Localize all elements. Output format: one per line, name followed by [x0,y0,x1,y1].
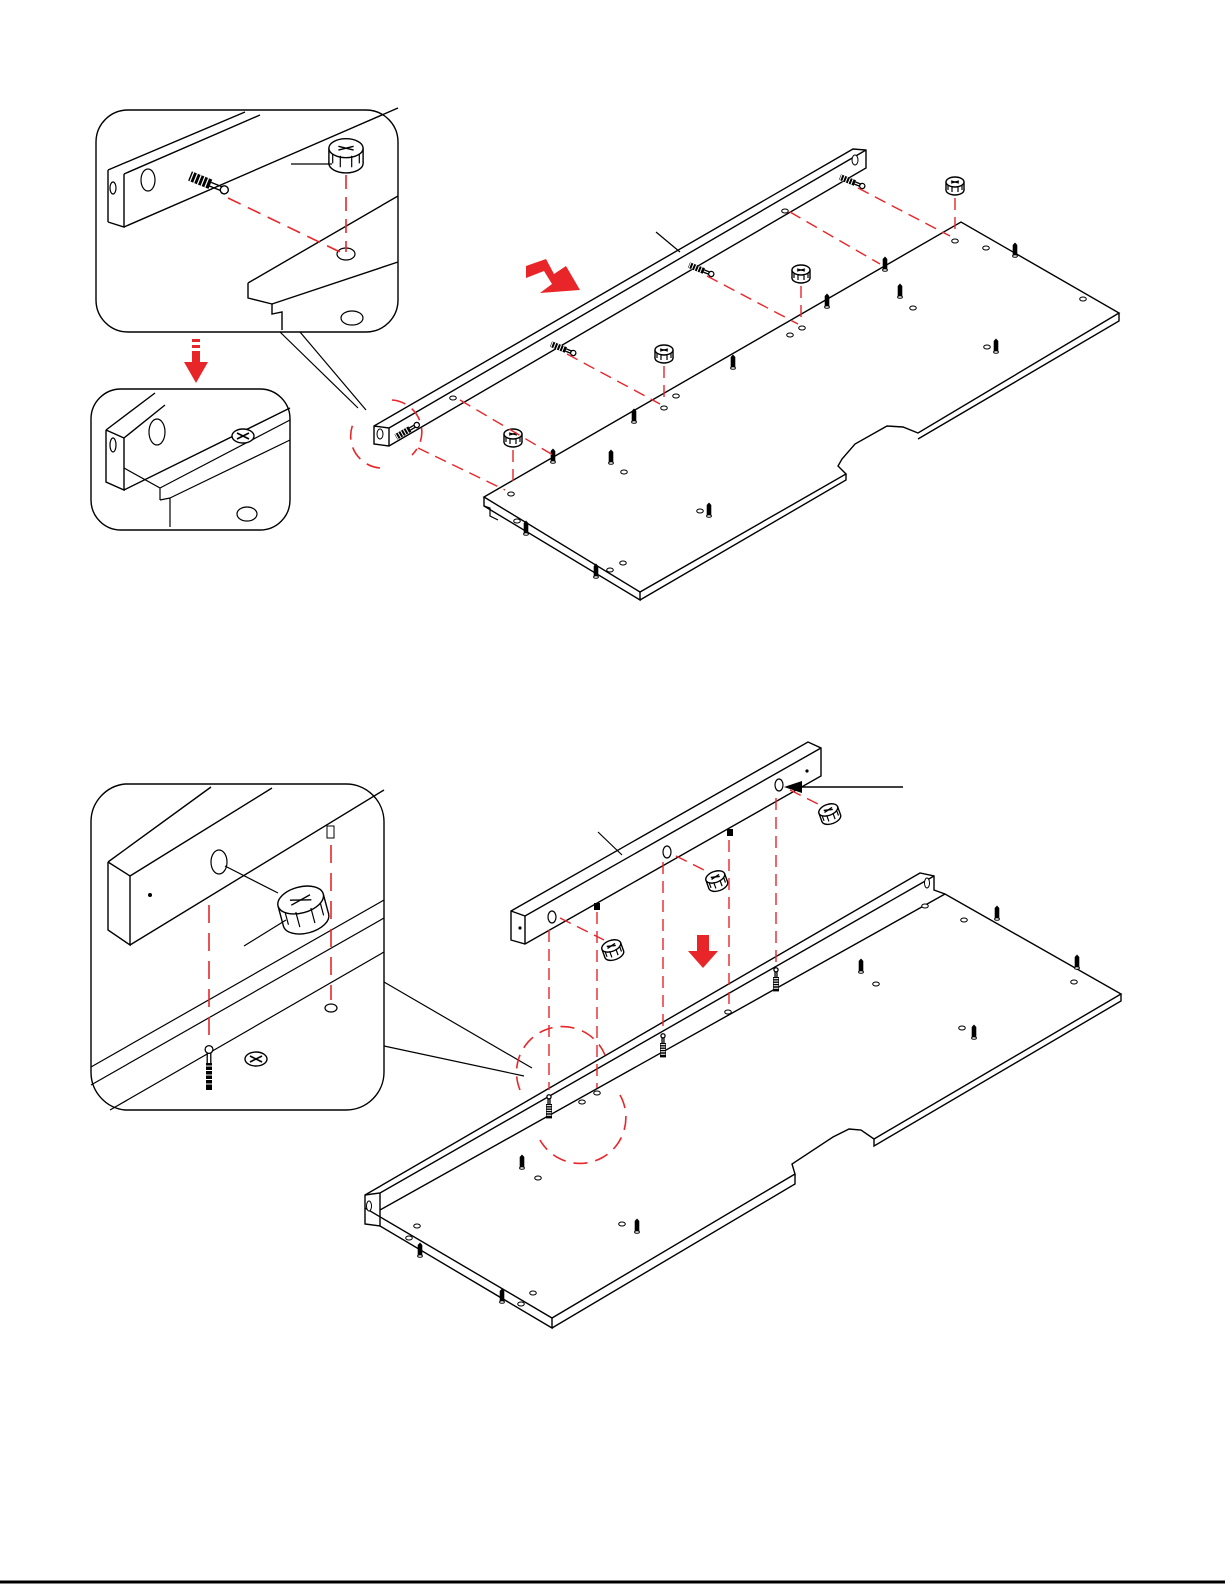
detail-view-rail-closeup [91,784,384,1110]
step-2 [91,742,1121,1328]
red-direction-arrow-icon [526,259,580,293]
detail-view-exploded [96,108,398,332]
red-direction-arrow-icon [184,339,208,383]
detail-view-tightened [91,389,290,530]
rail-board [511,742,821,944]
red-direction-arrow-icon [688,935,718,968]
cam-lock-icon [329,139,363,173]
main-panel [365,873,1121,1328]
leader-arrow-icon [784,781,903,793]
step-1 [91,108,1119,600]
